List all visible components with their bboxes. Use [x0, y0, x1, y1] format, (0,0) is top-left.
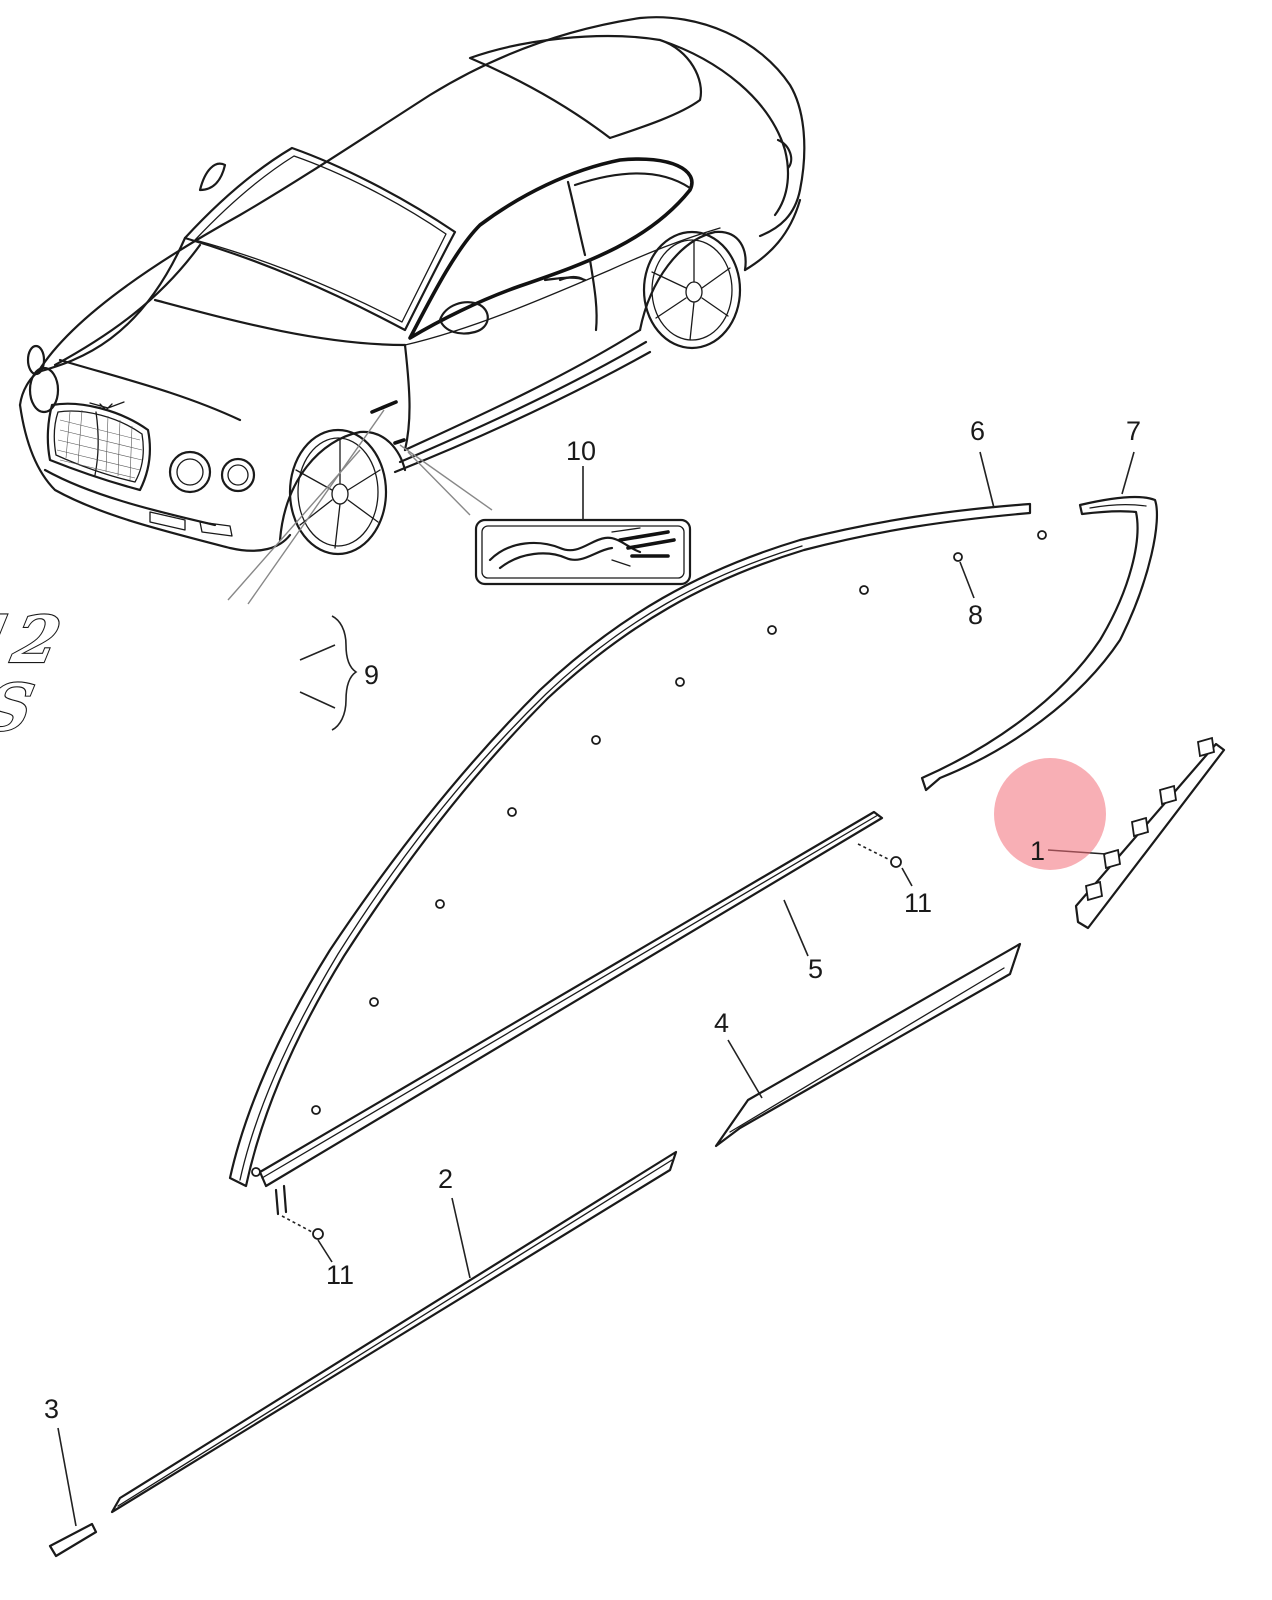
part-1-rear-bracket — [1074, 736, 1226, 930]
leader-2 — [451, 1197, 471, 1279]
callout-8[interactable]: 8 — [968, 600, 983, 630]
leader-8 — [959, 561, 975, 599]
highlight-marker[interactable] — [994, 758, 1106, 870]
leader-5 — [783, 899, 809, 957]
leader-7 — [1121, 451, 1135, 495]
callout-5[interactable]: 5 — [808, 954, 823, 984]
leader-3 — [57, 1427, 77, 1527]
part-10-fender-vent — [474, 518, 692, 586]
car-illustration — [18, 16, 806, 556]
part-3-end-cap — [48, 1522, 98, 1558]
part-6-roof-trim — [228, 502, 1032, 1188]
callout-10[interactable]: 10 — [566, 436, 596, 466]
leader-4 — [727, 1039, 763, 1099]
callout-7[interactable]: 7 — [1126, 416, 1141, 446]
badge-w12: W12 — [0, 603, 69, 678]
part-11-screw-upper — [857, 843, 913, 887]
part-5-belt-trim — [258, 810, 884, 1216]
callout-4[interactable]: 4 — [714, 1008, 729, 1038]
part-8-clips — [251, 530, 1047, 1177]
callout-11-lower[interactable]: 11 — [326, 1260, 354, 1290]
part-4-lower-trim — [714, 942, 1022, 1148]
grille-mesh — [56, 409, 143, 481]
callout-2[interactable]: 2 — [438, 1164, 453, 1194]
leader-10-to-car — [399, 444, 493, 511]
part-11-screw-lower — [281, 1215, 333, 1263]
callout-9[interactable]: 9 — [364, 660, 379, 690]
part-9-badges: W12 V8S — [0, 409, 385, 747]
badge-v8s: V8S — [0, 671, 42, 746]
leader-6 — [979, 451, 995, 509]
callout-6[interactable]: 6 — [970, 416, 985, 446]
part-2-sill-trim — [110, 1150, 678, 1514]
callout-11-upper[interactable]: 11 — [904, 888, 932, 918]
bracket-9 — [331, 615, 358, 731]
callout-3[interactable]: 3 — [44, 1394, 59, 1424]
callout-1[interactable]: 1 — [1030, 836, 1045, 866]
part-7-rear-trim — [920, 495, 1158, 792]
